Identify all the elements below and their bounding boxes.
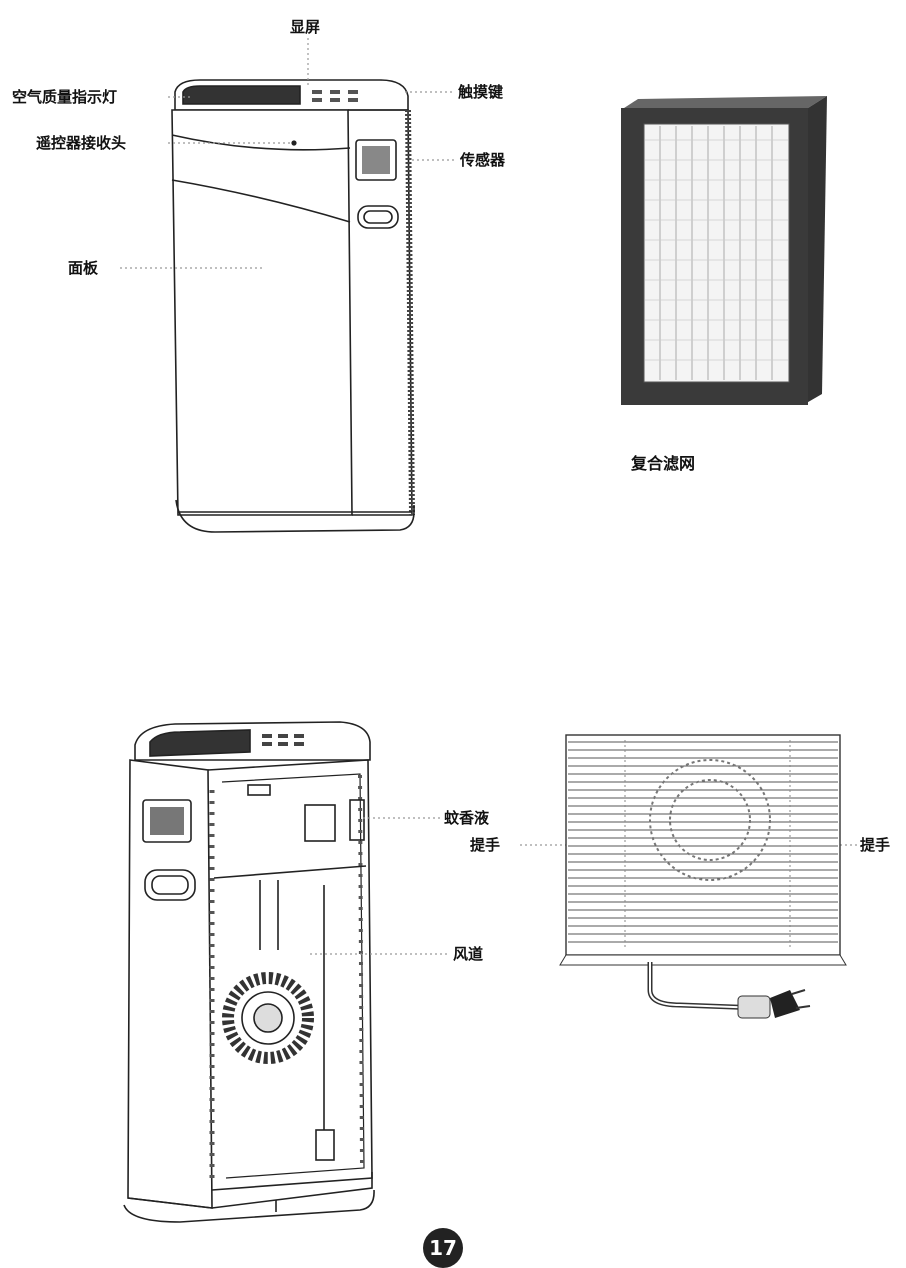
label-sensor: 传感器	[460, 151, 506, 169]
label-touch-keys: 触摸键	[458, 83, 504, 101]
label-panel: 面板	[68, 259, 99, 277]
label-air-duct: 风道	[453, 945, 484, 963]
label-display: 显屏	[290, 18, 321, 36]
label-air-quality-light: 空气质量指示灯	[12, 88, 118, 106]
label-handle-right: 提手	[860, 836, 891, 854]
purifier-rear-open-view	[123, 721, 375, 1223]
leader-lines-bottom	[310, 817, 858, 955]
label-composite-filter: 复合滤网	[631, 454, 696, 473]
leader-lines-top	[120, 38, 455, 269]
composite-filter-image	[621, 96, 827, 405]
label-mosquito-liquid: 蚊香液	[444, 809, 490, 827]
purifier-front-view	[171, 79, 415, 533]
label-remote-receiver: 遥控器接收头	[36, 134, 127, 152]
page-number-badge: 17	[423, 1228, 463, 1268]
rear-grille-panel	[559, 734, 847, 1019]
label-handle-left: 提手	[470, 836, 501, 854]
